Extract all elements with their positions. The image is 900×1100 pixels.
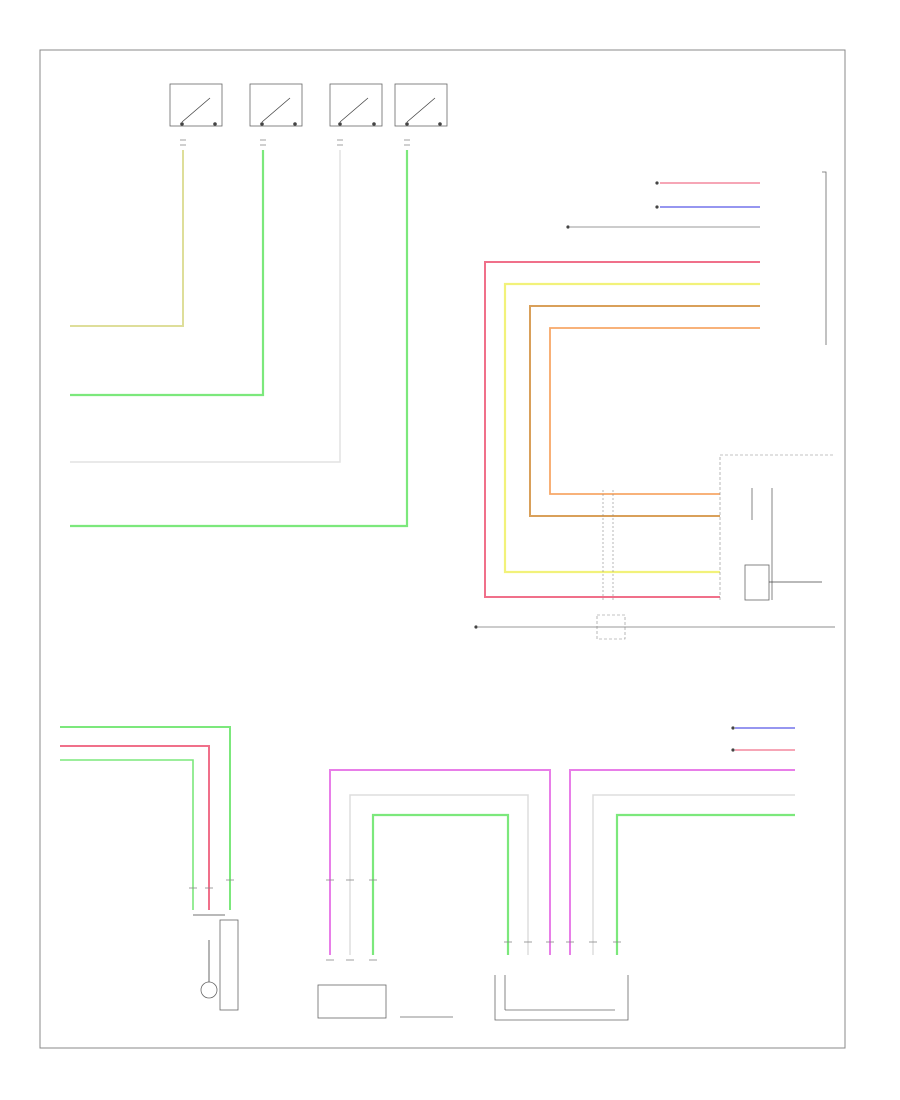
wire-light-green-2 xyxy=(70,150,409,528)
switch-1 xyxy=(169,83,223,127)
wire-light-green-3 xyxy=(60,726,231,910)
connector-ticks-top xyxy=(180,139,410,146)
top-right-lines xyxy=(566,171,827,345)
wire-orange-main xyxy=(549,327,760,495)
wire-light-green-5 xyxy=(371,813,510,955)
wire-yellow-main xyxy=(503,282,760,574)
wire-pink-main xyxy=(484,261,760,598)
module-bottom-left xyxy=(317,984,387,1019)
switch-3 xyxy=(329,83,383,127)
wire-violet-1 xyxy=(329,769,551,955)
wire-light-green-6 xyxy=(615,813,795,955)
wire-tan-main xyxy=(529,305,760,517)
center-connector xyxy=(596,490,626,640)
wire-white-2 xyxy=(349,794,529,955)
wire-violet-2 xyxy=(569,769,795,955)
wire-white-3 xyxy=(592,794,795,955)
wire-green-4 xyxy=(60,759,194,910)
connector-ticks-bottom xyxy=(189,879,621,961)
sensor-left xyxy=(193,914,239,1011)
wire-light-green-1 xyxy=(70,150,265,397)
switch-2 xyxy=(249,83,303,127)
wire-pink-2 xyxy=(60,745,210,910)
wire-white-1 xyxy=(70,150,341,463)
diagram-frame xyxy=(39,49,846,1049)
module-bottom-right xyxy=(494,975,629,1021)
switch-4 xyxy=(394,83,448,127)
module-right xyxy=(719,454,835,601)
wire-yellow-green xyxy=(70,150,184,327)
